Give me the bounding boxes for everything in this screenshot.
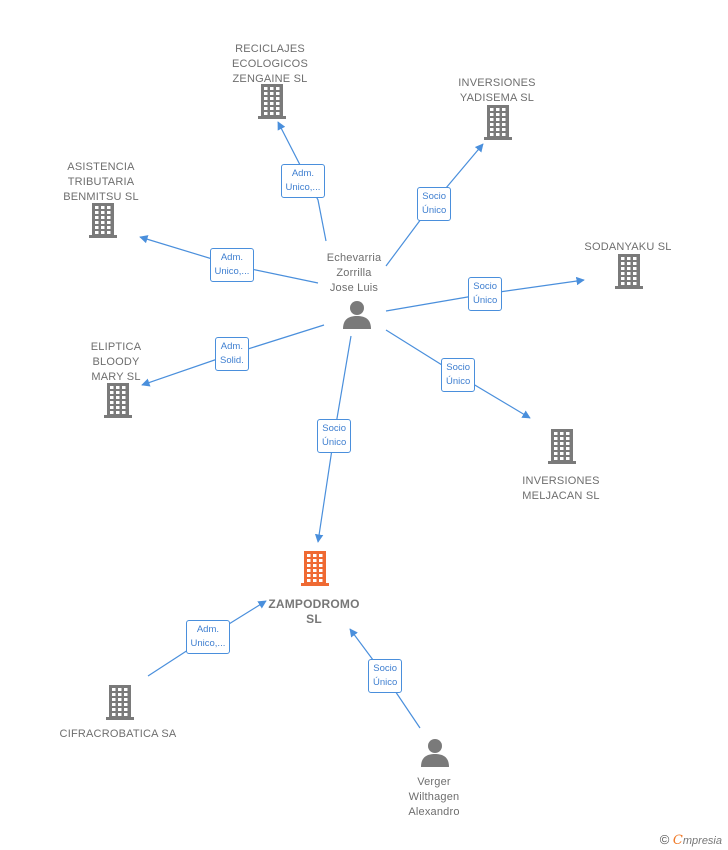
person-icon	[421, 739, 449, 767]
node-label[interactable]: SODANYAKU SL	[584, 241, 672, 253]
node-label[interactable]: ASISTENCIA TRIBUTARIA BENMITSU SL	[63, 161, 139, 203]
person-node-icon[interactable]	[342, 299, 372, 334]
building-icon	[106, 685, 134, 720]
company-node-icon[interactable]	[547, 428, 577, 469]
edge-label[interactable]: Socio Único	[368, 659, 403, 693]
building-icon	[258, 84, 286, 119]
node-label[interactable]: ELIPTICA BLOODY MARY SL	[90, 341, 142, 383]
building-icon	[89, 203, 117, 238]
building-icon	[104, 383, 132, 418]
copyright-symbol: ©	[659, 832, 670, 847]
brand-rest: mpresia	[682, 835, 722, 847]
node-label[interactable]: Echevarria Zorrilla Jose Luis	[326, 252, 382, 294]
brand-initial: C	[672, 833, 683, 848]
node-label[interactable]: ZAMPODROMO SL	[268, 597, 360, 626]
company-node-icon[interactable]	[103, 382, 133, 423]
company-node-icon[interactable]	[614, 253, 644, 294]
node-label[interactable]: INVERSIONES MELJACAN SL	[522, 475, 600, 502]
node-label[interactable]: RECICLAJES ECOLOGICOS ZENGAINE SL	[232, 43, 308, 85]
node-label[interactable]: CIFRACROBATICA SA	[59, 728, 177, 740]
edge-label[interactable]: Adm. Unico,...	[280, 164, 326, 198]
company-node-icon[interactable]	[88, 202, 118, 243]
person-icon	[343, 301, 371, 329]
edge-label[interactable]: Socio Único	[317, 419, 352, 453]
edge-label[interactable]: Adm. Solid.	[215, 337, 249, 371]
node-label[interactable]: INVERSIONES YADISEMA SL	[458, 77, 536, 104]
edge-label[interactable]: Socio Único	[468, 277, 503, 311]
building-icon	[484, 105, 512, 140]
building-icon	[615, 254, 643, 289]
edge-label[interactable]: Adm. Unico,...	[209, 248, 255, 282]
node-label[interactable]: Verger Wilthagen Alexandro	[408, 776, 460, 818]
company-node-icon[interactable]	[300, 550, 330, 591]
footer-brand: © Cmpresia	[660, 832, 722, 848]
edge-label[interactable]: Socio Único	[441, 358, 476, 392]
company-node-icon[interactable]	[257, 83, 287, 124]
person-node-icon[interactable]	[420, 737, 450, 772]
edge-label[interactable]: Adm. Unico,...	[185, 620, 231, 654]
edge-echevarria-to-reciclajes	[277, 121, 327, 242]
company-node-icon[interactable]	[105, 684, 135, 725]
building-icon	[301, 551, 329, 586]
edge-label[interactable]: Socio Único	[417, 187, 452, 221]
company-node-icon[interactable]	[483, 104, 513, 145]
building-icon	[548, 429, 576, 464]
